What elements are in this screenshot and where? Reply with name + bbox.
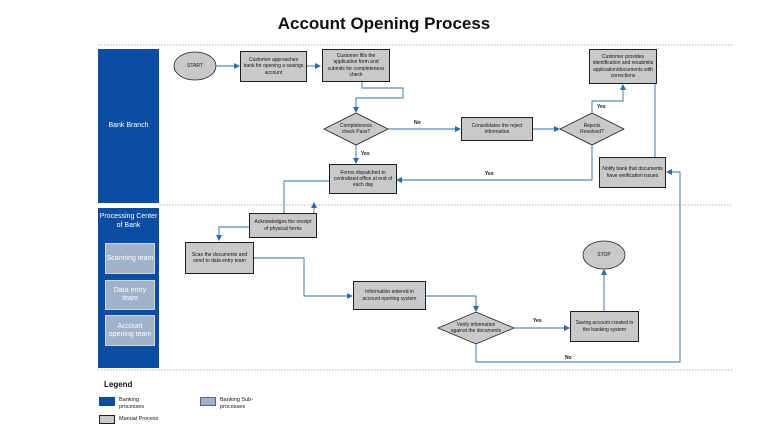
edge-entered-verify bbox=[426, 295, 479, 312]
subprocess-data-entry: Data entry team bbox=[105, 280, 155, 310]
rejects-label: Rejects Resolved? bbox=[580, 122, 604, 135]
lane-label-processing-center: Processing Center of Bank bbox=[99, 213, 158, 229]
provides-box: Customer provides identification and res… bbox=[589, 49, 657, 84]
acknowledges-box: Acknowledges the receipt of physical for… bbox=[249, 213, 317, 238]
legend-label-banking-processes: Banking processes bbox=[119, 397, 145, 410]
edge-label-yes-dispatch: Yes bbox=[485, 171, 494, 177]
completeness-label: Completeness check Pass? bbox=[340, 122, 372, 135]
stop-label: STOP bbox=[597, 251, 611, 258]
legend-swatch-banking-subprocesses bbox=[200, 397, 216, 406]
verify-label: Verify information against the documents bbox=[450, 321, 502, 334]
edge-scan-entered bbox=[254, 257, 353, 299]
approach-box: Customer approaches bank for opening a s… bbox=[240, 51, 307, 82]
edge-label-yes-completeness: Yes bbox=[361, 151, 370, 157]
scan-box: Scan the documents and send to data entr… bbox=[185, 242, 254, 274]
edge-rejects-provides bbox=[591, 84, 626, 113]
notify-box: Notify bank that documents have verifica… bbox=[599, 157, 666, 188]
legend-label-banking-subprocesses: Banking Sub-processes bbox=[220, 397, 254, 410]
legend-swatch-banking-processes bbox=[99, 397, 115, 406]
legend-swatch-manual-process bbox=[99, 415, 115, 424]
edge-acknowledges-scan bbox=[216, 226, 249, 241]
legend-title: Legend bbox=[104, 380, 133, 389]
fills-box: Customer fills the application form and … bbox=[322, 49, 390, 82]
edge-dispatched-acknowledges bbox=[283, 180, 330, 215]
legend-label-manual-process: Manual Process bbox=[119, 416, 159, 422]
lane-bank-branch bbox=[98, 49, 159, 203]
edge-label-no-completeness: No bbox=[414, 120, 421, 126]
edge-rejects-dispatched bbox=[396, 145, 593, 183]
consolidates-box: Consolidates the reject information bbox=[461, 117, 533, 141]
edge-label-no-verify: No bbox=[565, 355, 572, 361]
start-label: START bbox=[187, 62, 203, 69]
edge-fills-completeness bbox=[353, 82, 404, 113]
subprocess-scanning: Scanning team bbox=[105, 243, 155, 274]
saving-box: Saving account created in the banking sy… bbox=[570, 311, 639, 342]
entered-box: Information entered in account opening s… bbox=[353, 281, 426, 310]
lane-label-bank-branch: Bank Branch bbox=[108, 122, 149, 129]
edge-verify-notify bbox=[475, 169, 681, 363]
dispatched-box: Forms dispatched to centralized office a… bbox=[329, 164, 397, 194]
subprocess-account-opening: Account opening team bbox=[105, 315, 155, 346]
edge-label-yes-verify: Yes bbox=[533, 318, 542, 324]
edge-label-yes-rejects: Yes bbox=[597, 104, 606, 110]
page-title: Account Opening Process bbox=[277, 14, 491, 33]
